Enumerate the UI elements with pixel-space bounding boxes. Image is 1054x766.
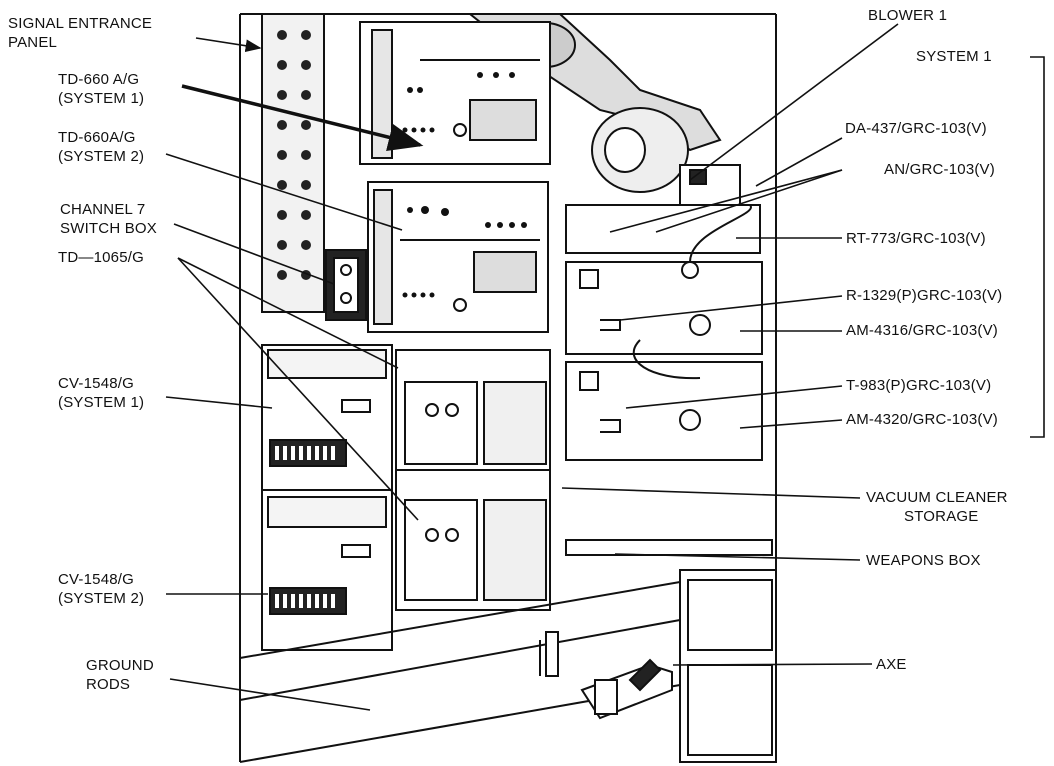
label-da437: DA-437/GRC-103(V) [845,120,987,137]
td660-system1-unit [359,21,551,165]
label-axe: AXE [876,656,907,673]
label-cv1548-system1: CV-1548/G (SYSTEM 1) [58,375,145,411]
label-t983: T-983(P)GRC-103(V) [846,377,992,394]
cv1548-system2-unit [261,489,393,651]
td660-system2-unit [367,181,549,333]
label-an-grc-103: AN/GRC-103(V) [884,161,995,178]
signal-entrance-panel [261,13,325,313]
channel7-switch-box [325,249,367,321]
label-cv1548-system2: CV-1548/G (SYSTEM 2) [58,571,145,607]
system1-radio-rack [565,204,773,556]
label-vacuum-cleaner-storage: VACUUM CLEANER STORAGE [866,489,1008,525]
label-r1329: R-1329(P)GRC-103(V) [846,287,1003,304]
label-channel7-switch-box: CHANNEL 7 SWITCH BOX [60,201,158,237]
label-rt773: RT-773/GRC-103(V) [846,230,986,247]
label-td1065: TD—1065/G [58,249,144,266]
label-am4320: AM-4320/GRC-103(V) [846,411,998,428]
label-td660-system2: TD-660A/G (SYSTEM 2) [58,129,145,165]
label-am4316: AM-4316/GRC-103(V) [846,322,998,339]
axe [580,658,673,720]
label-weapons-box: WEAPONS BOX [866,552,981,569]
cv1548-system1-unit [261,344,393,494]
label-system-1: SYSTEM 1 [916,48,992,65]
weapons-box [679,569,777,763]
label-ground-rods: GROUND RODS [86,657,154,693]
label-signal-entrance-panel: SIGNAL ENTRANCE PANEL [8,15,153,51]
label-blower-1: BLOWER 1 [868,7,948,24]
td1065-units [395,349,551,611]
leader-lines [165,23,1045,711]
label-td660-system1: TD-660 A/G (SYSTEM 1) [58,71,145,107]
blower-1 [591,107,741,206]
